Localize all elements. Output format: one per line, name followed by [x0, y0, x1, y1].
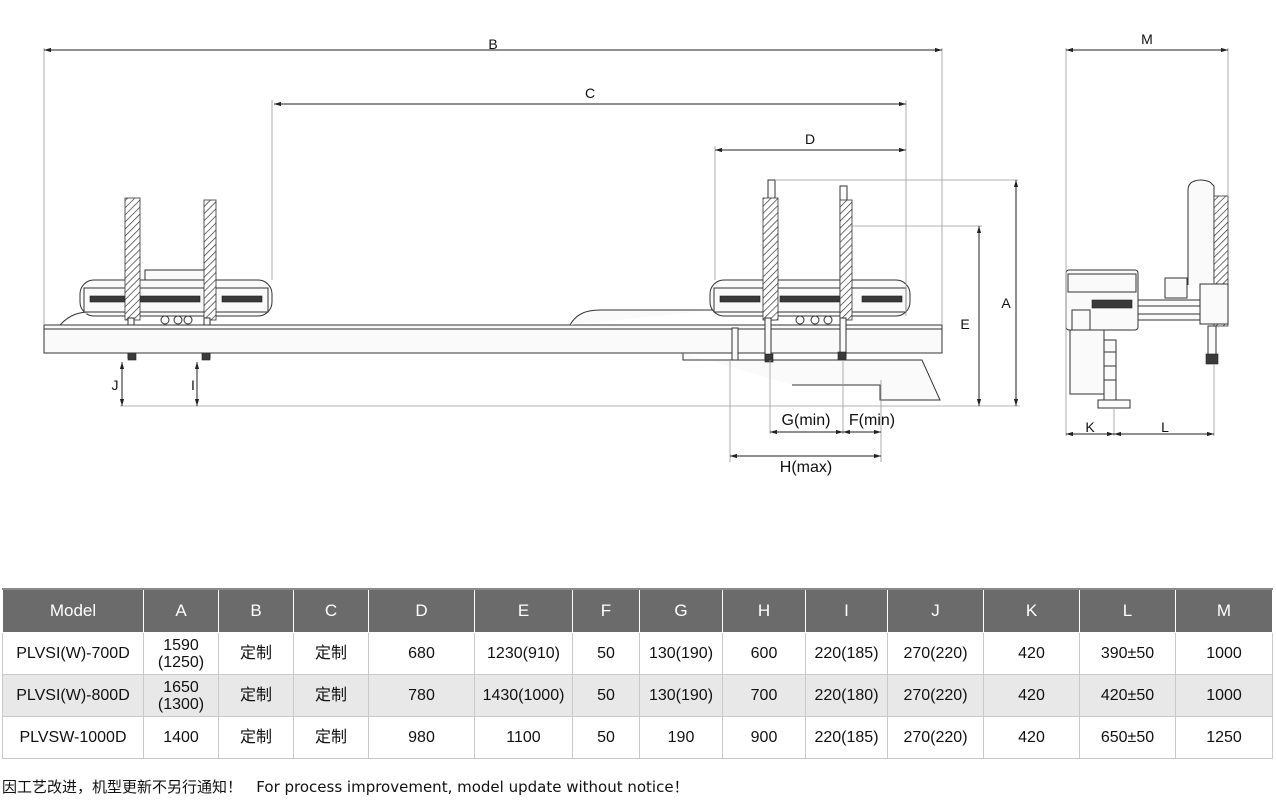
header-j: J: [887, 588, 984, 633]
cell-c: 定制: [293, 674, 369, 717]
cell-h: 700: [722, 674, 806, 717]
cell-m: 1250: [1175, 716, 1273, 759]
cell-a: 1650(1300): [143, 674, 219, 717]
header-f: F: [572, 588, 640, 633]
cell-m: 1000: [1175, 674, 1273, 717]
cell-k: 420: [983, 674, 1080, 717]
cell-a: 1590(1250): [143, 632, 219, 675]
right-station: [709, 179, 911, 363]
side-view: [1065, 179, 1229, 409]
cell-e: 1430(1000): [474, 674, 573, 717]
header-e: E: [474, 588, 573, 633]
table-row: PLVSI(W)-700D 1590(1250) 定制 定制 680 1230(…: [2, 632, 1273, 675]
cell-model: PLVSI(W)-800D: [2, 674, 144, 717]
extension-lines: [43, 48, 1229, 462]
dim-label-f: F(min): [849, 412, 895, 429]
dimension-drawing: B C D A E J I G(min) F(min) H(max) M K L: [43, 31, 1229, 476]
cell-h: 600: [722, 632, 806, 675]
cell-a-alt-value: (1300): [157, 695, 205, 713]
cell-a-value: 1650: [163, 678, 199, 696]
cell-d: 980: [368, 716, 475, 759]
footer-notice: 因工艺改进，机型更新不另行通知！ For process improvement…: [2, 778, 689, 796]
header-d: D: [368, 588, 475, 633]
cell-b: 定制: [218, 632, 294, 675]
cell-i: 220(180): [805, 674, 888, 717]
header-a: A: [143, 588, 219, 633]
cell-g: 130(190): [639, 674, 723, 717]
header-k: K: [983, 588, 1080, 633]
header-g: G: [639, 588, 723, 633]
cell-h: 900: [722, 716, 806, 759]
dim-label-a: A: [1001, 295, 1011, 311]
header-c: C: [293, 588, 369, 633]
dimension-lines: [44, 47, 1228, 459]
cell-b: 定制: [218, 716, 294, 759]
specification-table: Model A B C D E F G H I J K L M PLVSI(W)…: [2, 588, 1273, 759]
cell-a-value: 1590: [163, 636, 199, 654]
dim-label-b: B: [488, 36, 497, 52]
cell-j: 270(220): [887, 716, 984, 759]
cell-f: 50: [572, 674, 640, 717]
cell-e: 1100: [474, 716, 573, 759]
table-header-row: Model A B C D E F G H I J K L M: [2, 588, 1273, 633]
dim-label-i: I: [191, 377, 195, 393]
cell-i: 220(185): [805, 716, 888, 759]
dim-label-j: J: [112, 377, 119, 393]
cell-c: 定制: [293, 632, 369, 675]
cell-model: PLVSW-1000D: [2, 716, 144, 759]
cell-l: 650±50: [1079, 716, 1176, 759]
cell-k: 420: [983, 632, 1080, 675]
dim-label-d: D: [805, 131, 815, 147]
cell-i: 220(185): [805, 632, 888, 675]
cell-b: 定制: [218, 674, 294, 717]
cell-g: 190: [639, 716, 723, 759]
header-l: L: [1079, 588, 1176, 633]
dim-label-l: L: [1161, 419, 1169, 435]
table-row: PLVSI(W)-800D 1650(1300) 定制 定制 780 1430(…: [2, 674, 1273, 717]
cell-j: 270(220): [887, 674, 984, 717]
cell-f: 50: [572, 716, 640, 759]
cell-k: 420: [983, 716, 1080, 759]
dim-label-g: G(min): [782, 412, 831, 429]
dim-label-k: K: [1085, 419, 1095, 435]
cell-g: 130(190): [639, 632, 723, 675]
cell-model: PLVSI(W)-700D: [2, 632, 144, 675]
header-m: M: [1175, 588, 1273, 633]
dim-label-e: E: [960, 316, 969, 332]
cell-a-alt-value: (1250): [157, 653, 205, 671]
cell-f: 50: [572, 632, 640, 675]
dim-label-m: M: [1141, 31, 1153, 47]
cell-d: 680: [368, 632, 475, 675]
cell-j: 270(220): [887, 632, 984, 675]
dim-label-h: H(max): [780, 459, 832, 476]
cell-m: 1000: [1175, 632, 1273, 675]
header-b: B: [218, 588, 294, 633]
cell-l: 420±50: [1079, 674, 1176, 717]
header-i: I: [805, 588, 888, 633]
cell-l: 390±50: [1079, 632, 1176, 675]
cell-a: 1400: [143, 716, 219, 759]
dim-label-c: C: [585, 85, 595, 101]
base-rail: [43, 309, 943, 401]
cell-d: 780: [368, 674, 475, 717]
cell-e: 1230(910): [474, 632, 573, 675]
header-h: H: [722, 588, 806, 633]
header-model: Model: [2, 588, 144, 633]
cell-c: 定制: [293, 716, 369, 759]
table-row: PLVSW-1000D 1400 定制 定制 980 1100 50 190 9…: [2, 716, 1273, 759]
